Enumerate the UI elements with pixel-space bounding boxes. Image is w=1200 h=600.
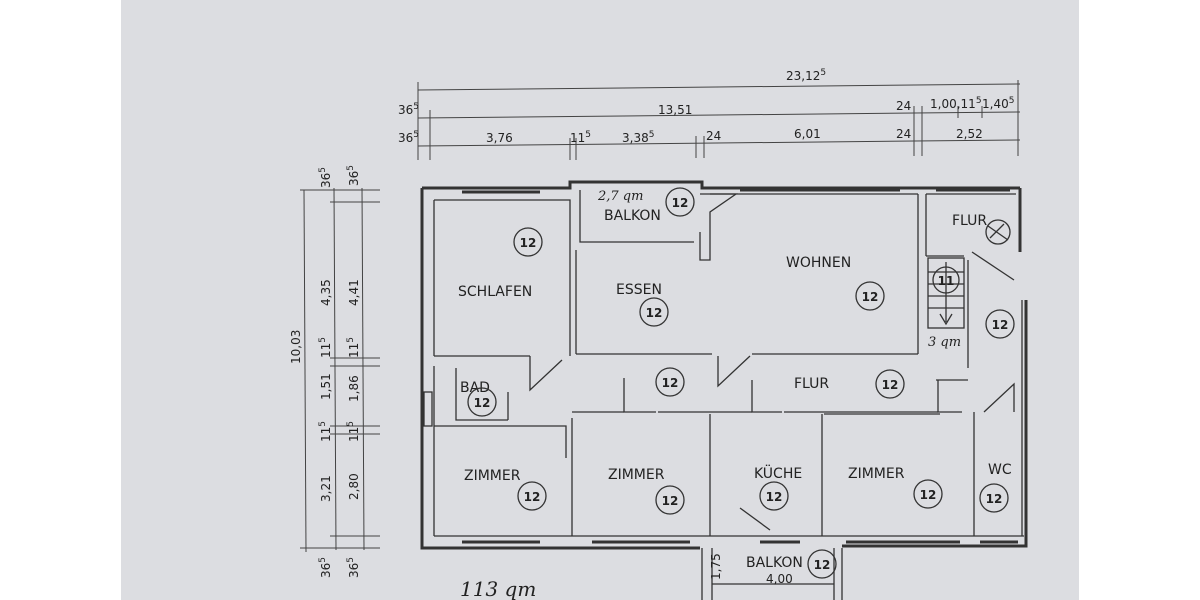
dim-4-35: 4,35 (319, 279, 333, 306)
dim-3-76: 3,76 (486, 131, 513, 145)
dim-36-5-v-bot-b: 365 (346, 557, 361, 578)
svg-text:12: 12 (474, 396, 491, 410)
svg-text:12: 12 (882, 378, 899, 392)
dim-3-38: 3,385 (622, 130, 654, 145)
dim-3-21: 3,21 (319, 475, 333, 502)
room-bad: BAD (460, 380, 490, 396)
room-kueche: KÜCHE (754, 464, 802, 482)
dim-1-40: 1,405 (982, 96, 1014, 111)
dim-4-41: 4,41 (347, 279, 361, 306)
horizontal-dimensions: 23,125 13,51 24 1,00,115 1,405 365 365 3… (398, 68, 1021, 160)
room-wc: WC (988, 462, 1012, 478)
dim-11-5-v-b: 115 (346, 337, 361, 358)
dim-1-00-11: 1,00,115 (930, 96, 982, 111)
marker-zimmer-3: 12 (913, 479, 943, 509)
marker-flur-right: 12 (985, 309, 1015, 339)
dim-11-5-v-c: 115 (318, 421, 333, 442)
dim-1-51: 1,51 (319, 373, 333, 400)
svg-text:12: 12 (672, 196, 689, 210)
room-flur-top: FLUR (952, 213, 987, 229)
paper-sheet (121, 0, 1079, 600)
svg-text:12: 12 (920, 488, 937, 502)
marker-stair: 11 (932, 266, 960, 294)
room-balkon-top: BALKON (604, 208, 661, 224)
room-zimmer-2: ZIMMER (608, 467, 665, 483)
vertical-dimensions: 10,03 4,35 4,41 115 115 1,51 1,86 115 11… (289, 165, 380, 578)
svg-text:12: 12 (766, 490, 783, 504)
room-schlafen: SCHLAFEN (458, 284, 532, 300)
marker-essen: 12 (639, 297, 669, 327)
marker-zimmer-2: 12 (655, 485, 685, 515)
marker-wohnen: 12 (855, 281, 885, 311)
marker-wc: 12 (979, 483, 1009, 513)
circle-markers: 12 12 12 12 11 12 12 12 12 12 12 12 12 1… (467, 187, 1015, 579)
room-labels: SCHLAFEN ESSEN WOHNEN BALKON FLUR FLUR B… (458, 208, 1012, 586)
dim-11-5-v-a: 115 (318, 337, 333, 358)
dim-balkon-4-00: 4,00 (766, 572, 793, 586)
svg-text:12: 12 (986, 492, 1003, 506)
note-balkon-area: 2,7 qm (597, 189, 643, 204)
note-total-area: 113 qm (460, 577, 536, 600)
svg-text:12: 12 (862, 290, 879, 304)
dim-balkon-1-75: 1,75 (709, 553, 723, 580)
room-flur-mid: FLUR (794, 376, 829, 392)
svg-text:12: 12 (520, 236, 537, 250)
dim-10-03: 10,03 (289, 330, 303, 364)
dim-2-80: 2,80 (347, 473, 361, 500)
room-zimmer-1: ZIMMER (464, 468, 521, 484)
room-essen: ESSEN (616, 282, 662, 298)
svg-text:12: 12 (662, 494, 679, 508)
dim-36-5-b: 365 (398, 130, 419, 145)
dim-total: 23,125 (786, 68, 826, 83)
walls (420, 180, 1028, 600)
marker-schlafen: 12 (513, 227, 543, 257)
dim-36-5-v-bot-a: 365 (318, 557, 333, 578)
dim-2-52: 2,52 (956, 127, 983, 141)
dim-24-b: 24 (896, 127, 911, 141)
dim-13-51: 13,51 (658, 103, 692, 117)
svg-text:12: 12 (992, 318, 1009, 332)
svg-text:12: 12 (662, 376, 679, 390)
svg-text:12: 12 (646, 306, 663, 320)
dim-6-01: 6,01 (794, 127, 821, 141)
note-stair-area: 3 qm (928, 335, 961, 350)
svg-text:11: 11 (938, 274, 955, 288)
marker-bad: 12 (467, 387, 497, 417)
marker-zimmer-1: 12 (517, 481, 547, 511)
dim-11-5-v-d: 115 (346, 421, 361, 442)
dim-36-5-v-top-b: 365 (346, 165, 361, 186)
dim-11-5: 115 (570, 130, 591, 145)
dim-24-a: 24 (706, 129, 721, 143)
room-zimmer-3: ZIMMER (848, 466, 905, 482)
room-wohnen: WOHNEN (786, 255, 851, 271)
svg-text:12: 12 (524, 490, 541, 504)
marker-flur-left: 12 (655, 367, 685, 397)
dim-1-86: 1,86 (347, 375, 361, 402)
dim-24-top: 24 (896, 99, 911, 113)
dim-36-5-a: 365 (398, 102, 419, 117)
marker-balkon-bottom: 12 (807, 549, 837, 579)
dim-36-5-v-top-a: 365 (318, 167, 333, 188)
handwritten-notes: 2,7 qm 3 qm 113 qm (460, 189, 961, 600)
room-balkon-bottom: BALKON (746, 555, 803, 571)
svg-text:12: 12 (814, 558, 831, 572)
marker-flur-mid: 12 (875, 369, 905, 399)
marker-balkon-top: 12 (665, 187, 695, 217)
marker-kueche: 12 (759, 481, 789, 511)
